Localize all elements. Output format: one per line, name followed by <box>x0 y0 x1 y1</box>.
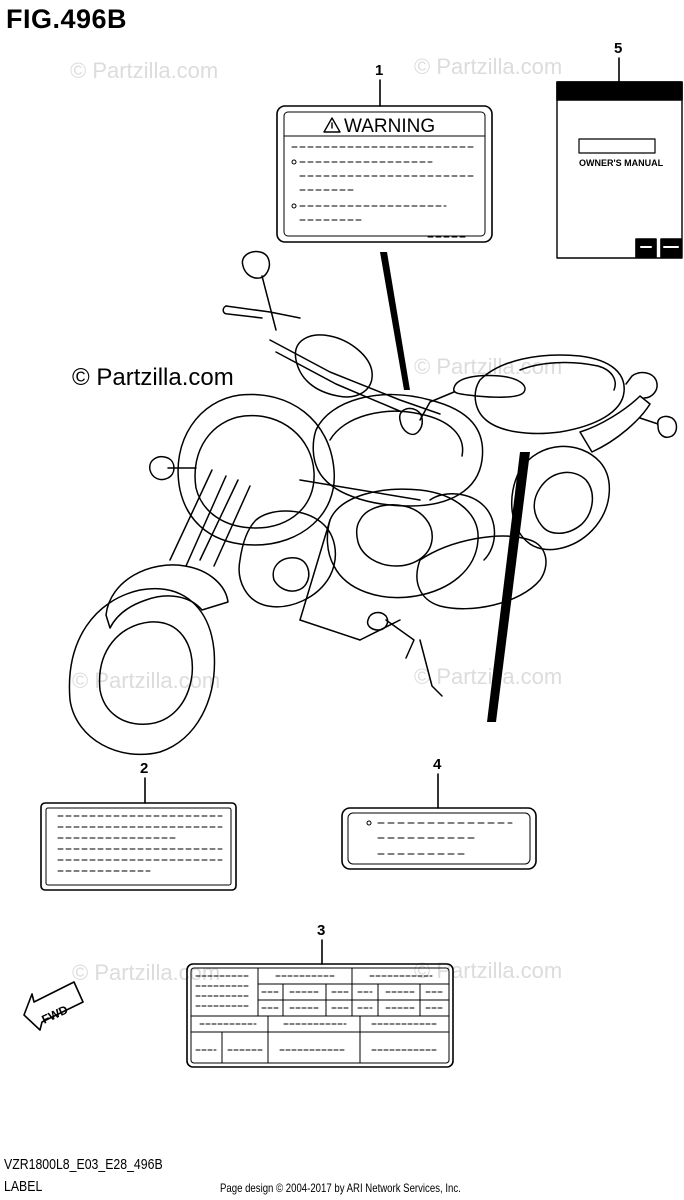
watermark: © Partzilla.com <box>414 664 563 689</box>
owners-manual-part[interactable] <box>556 81 683 259</box>
watermark: © Partzilla.com <box>72 668 221 693</box>
callout-3[interactable]: 3 <box>317 922 326 939</box>
motorcycle-illustration <box>68 250 678 756</box>
warning-text: WARNING <box>344 116 435 137</box>
figure-title: FIG.496B <box>6 4 128 34</box>
watermark: © Partzilla.com <box>414 54 563 79</box>
model-code: VZR1800L8_E03_E28_496B <box>4 1156 163 1173</box>
copyright-notice: Page design © 2004-2017 by ARI Network S… <box>220 1181 461 1195</box>
label-3-part[interactable] <box>186 963 454 1068</box>
watermark: © Partzilla.com <box>70 58 219 83</box>
fwd-text: FWD <box>39 1002 70 1026</box>
pointer-line-2 <box>487 452 530 722</box>
warning-label-part[interactable] <box>276 105 493 243</box>
watermark-main: © Partzilla.com <box>72 364 234 391</box>
callout-4[interactable]: 4 <box>433 756 442 773</box>
forward-arrow-icon <box>23 981 84 1031</box>
label-4-part[interactable] <box>341 807 537 870</box>
manual-text: OWNER'S MANUAL <box>579 158 664 168</box>
callout-1[interactable]: 1 <box>375 62 384 79</box>
label-2-part[interactable] <box>40 802 237 891</box>
callout-2[interactable]: 2 <box>140 760 149 777</box>
callout-5[interactable]: 5 <box>614 40 623 57</box>
watermark: © Partzilla.com <box>414 958 563 983</box>
section-label: LABEL <box>4 1178 43 1195</box>
pointer-line-1 <box>380 252 410 390</box>
